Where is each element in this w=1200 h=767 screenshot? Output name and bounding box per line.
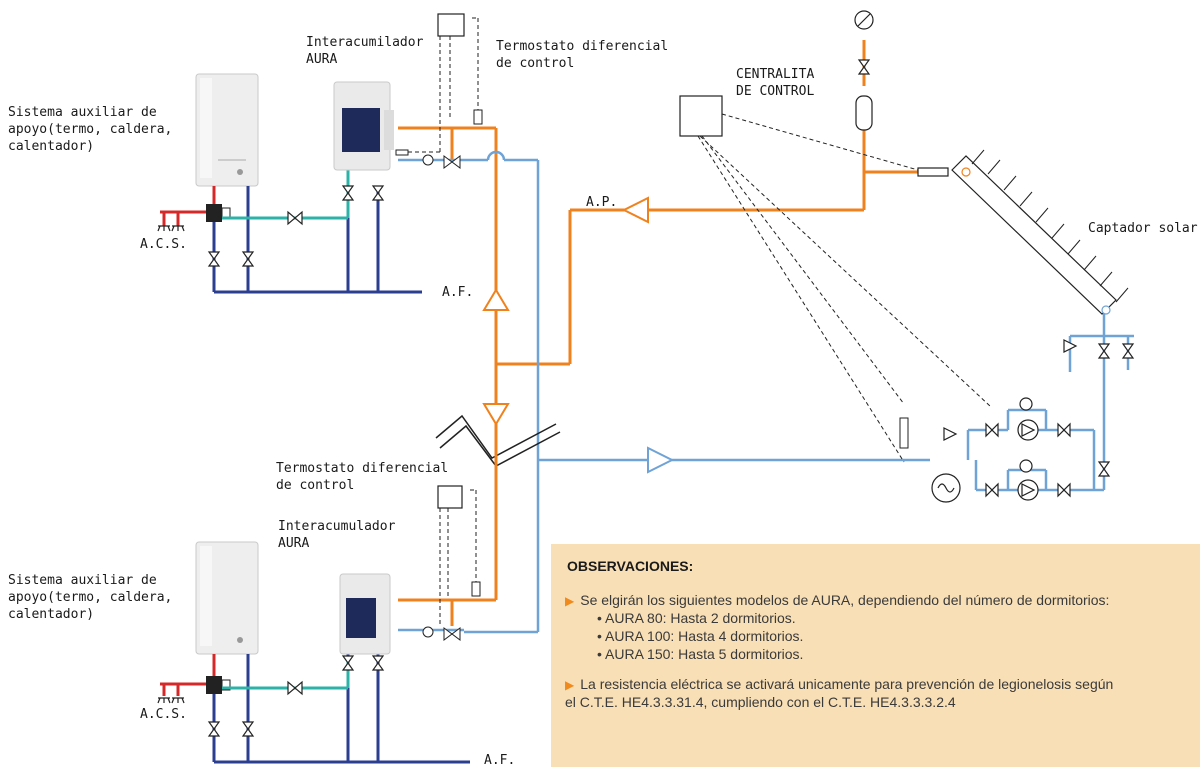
af-label-top: A.F. [442,285,474,300]
mixing-valve-icon-bottom [206,676,231,694]
aux-bottom-line3: calentador) [8,607,95,622]
solar-collector-icon [917,155,1117,315]
break-symbol [435,414,561,467]
observaciones-text-2: La resistencia eléctrica se activará uni… [580,676,1114,692]
control-box-icon-bottom [437,485,463,509]
model-item: • AURA 80: Hasta 2 dormitorios. [597,610,796,626]
observaciones-text-3: el C.T.E. HE4.3.3.31.4, cumpliendo con e… [565,694,956,710]
acs-label-top: A.C.S. [140,237,187,252]
expansion-vessel-icon [855,59,873,131]
aura-tank-icon [333,81,394,171]
termostato-label-top: Termostato diferencial de control [496,38,668,72]
bullet-icon: ▶ [565,678,575,692]
centralita-label: CENTRALITA DE CONTROL [736,66,814,100]
observaciones-text-1: Se elgirán los siguientes modelos de AUR… [580,592,1110,608]
acs-label-bottom: A.C.S. [140,707,187,722]
sensor-icon-bottom [471,581,481,597]
valve-icon-bottom [207,655,385,737]
af-label-bottom: A.F. [484,753,516,767]
aux-top-line3: calentador) [8,139,95,154]
hot-pipe-bottom [398,448,498,626]
model-item: • AURA 150: Hasta 5 dormitorios. [597,646,804,662]
aux-system-label-bottom: Sistema auxiliar de apoyo(termo, caldera… [8,572,172,623]
centralita-line1: CENTRALITA [736,67,815,82]
three-way-valve-icon-bottom [422,626,461,641]
hot-pipe-top [398,40,918,448]
model-item: • AURA 100: Hasta 4 dormitorios. [597,628,804,644]
boiler-icon [195,73,259,187]
observaciones-item-1: ▶ Se elgirán los siguientes modelos de AU… [565,592,1109,608]
termostato-bottom-line2: de control [276,478,355,493]
control-wires-top [404,17,479,153]
ap-label: A.P. [586,195,618,210]
sensor-icon-2 [899,417,909,449]
aura-tank-icon-bottom [339,573,391,655]
acs-pipes-bottom [160,654,216,696]
mixing-valve-icon [206,204,231,222]
aux-system-label-top: Sistema auxiliar de apoyo(termo, caldera… [8,104,172,155]
termostato-top-line2: de control [496,56,575,71]
aura-top-line1: Interacumilador [306,35,424,50]
flow-arrows [482,196,675,474]
three-way-valve-icon [395,149,461,169]
aura-bottom-line1: Interacumulador [278,519,396,534]
centralita-line2: DE CONTROL [736,84,815,99]
supply-pipe-bottom [212,654,470,764]
termostato-label-bottom: Termostato diferencial de control [276,460,448,494]
sun-rays [971,149,1129,303]
circulator-icon [931,473,961,503]
observaciones-panel: OBSERVACIONES: ▶ Se elgirán los siguiente… [551,544,1200,767]
valve-icon [207,185,385,267]
aux-top-line1: Sistema auxiliar de [8,105,157,120]
aux-bottom-line2: apoyo(termo, caldera, [8,590,173,605]
pressure-gauge-icon [854,10,874,30]
aura-label-bottom: Interacumulador AURA [278,518,395,552]
teal-pipe-bottom [222,660,350,690]
termostato-top-line1: Termostato diferencial [496,39,669,54]
pump-icon [1017,397,1039,501]
captador-label: Captador solar [1088,221,1198,236]
aux-bottom-line1: Sistema auxiliar de [8,573,157,588]
safety-valve-icon [943,339,1078,441]
observaciones-title: OBSERVACIONES: [567,558,694,574]
aura-bottom-line2: AURA [278,536,310,551]
aura-top-line2: AURA [306,52,338,67]
centralita-box-icon [679,95,723,137]
observaciones-item-2: ▶ La resistencia eléctrica se activará un… [565,676,1113,692]
aux-top-line2: apoyo(termo, caldera, [8,122,173,137]
boiler-icon-bottom [195,541,259,655]
bullet-icon: ▶ [565,594,575,608]
acs-pipes-top [160,186,216,226]
valve-icon-solar [985,343,1135,498]
aura-label-top: Interacumilador AURA [306,34,423,68]
control-wires-main [697,113,991,463]
control-box-icon [437,13,465,37]
sensor-icon [473,109,483,125]
shower-icon-bottom [157,697,185,704]
termostato-bottom-line1: Termostato diferencial [276,461,449,476]
shower-icon [157,225,185,232]
supply-pipe-top [212,186,422,294]
